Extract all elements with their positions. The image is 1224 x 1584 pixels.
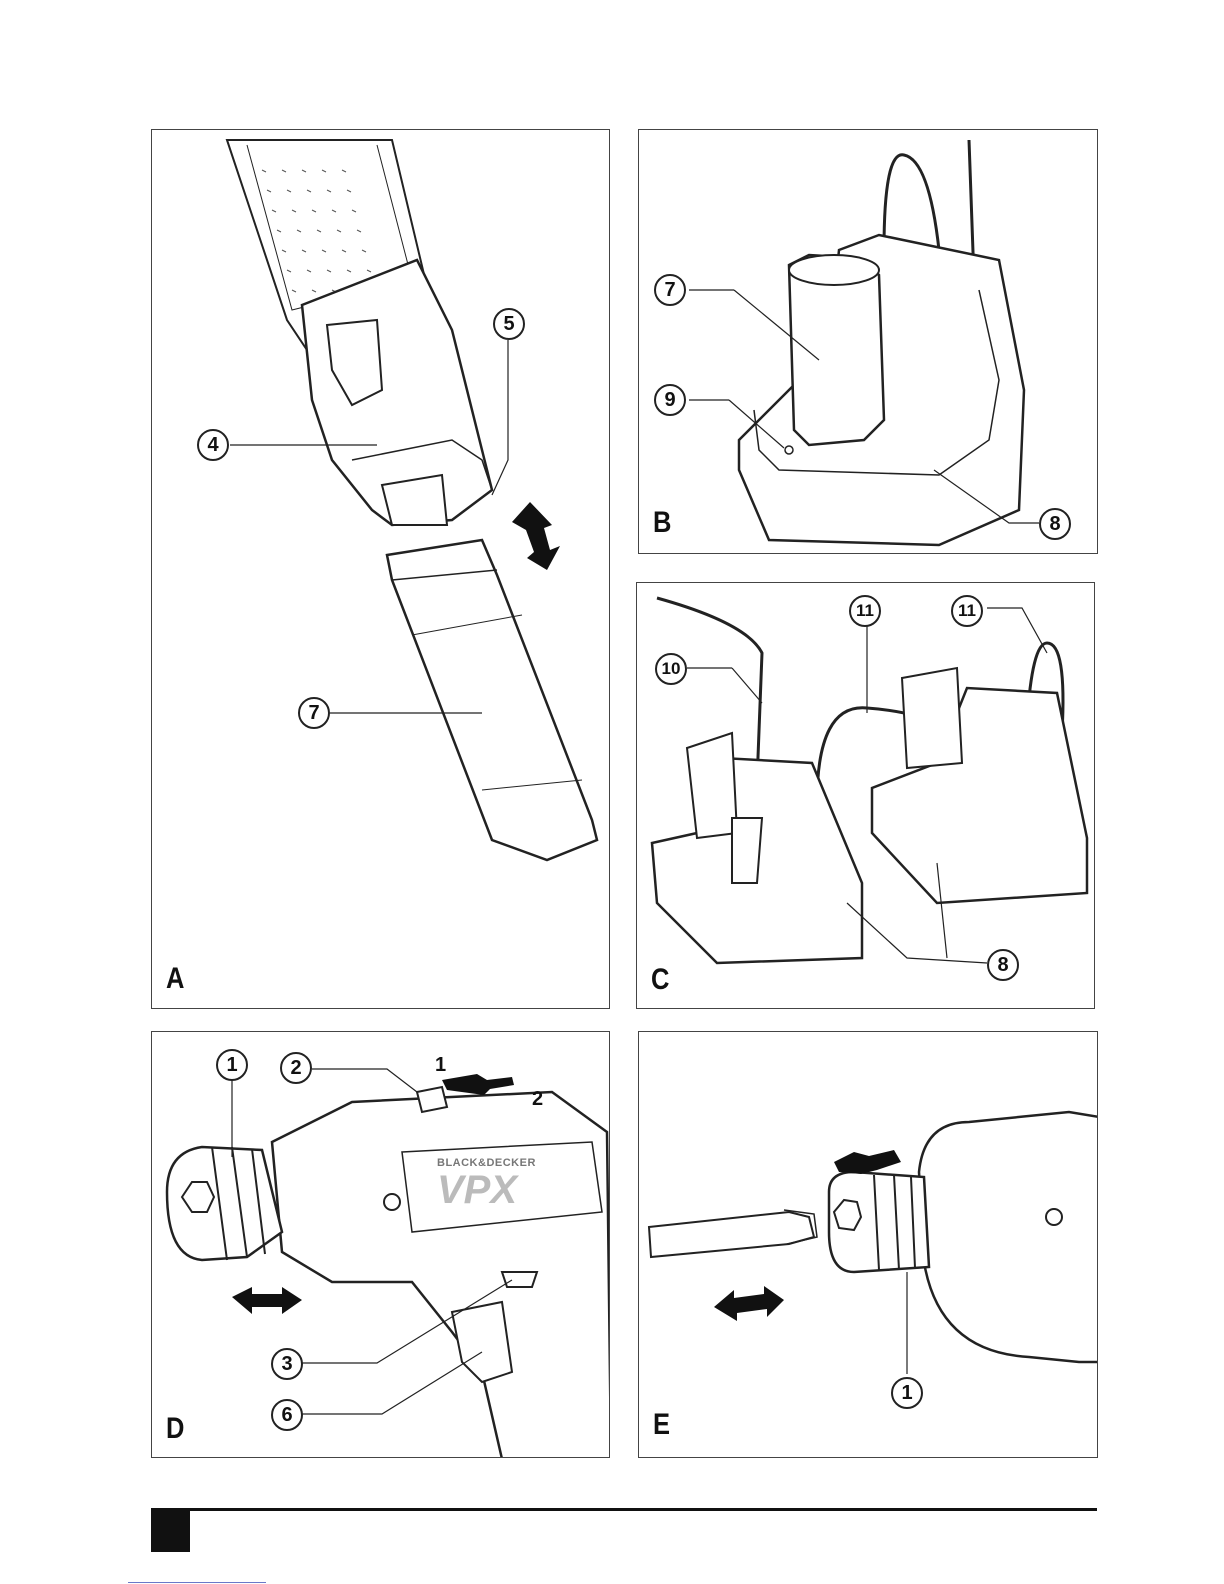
callout-1: 1 xyxy=(891,1377,923,1409)
callout-5: 5 xyxy=(493,308,525,340)
page-number-block xyxy=(151,1510,190,1552)
panel-letter-c: C xyxy=(651,963,669,997)
callout-11: 11 xyxy=(951,595,983,627)
footer-rule xyxy=(151,1508,1097,1511)
callout-11: 11 xyxy=(849,595,881,627)
callout-6: 6 xyxy=(271,1399,303,1431)
panel-letter-b: B xyxy=(653,506,671,540)
panel-c-illustration xyxy=(637,583,1095,1009)
double-arrow-icon xyxy=(512,502,560,570)
callout-4: 4 xyxy=(197,429,229,461)
step-1: 1 xyxy=(435,1054,446,1077)
callout-9: 9 xyxy=(654,384,686,416)
panel-letter-a: A xyxy=(166,962,184,996)
double-arrow-icon xyxy=(714,1286,784,1321)
brand-logo: BLACK&DECKER VPX xyxy=(437,1157,547,1211)
panel-b-illustration xyxy=(639,130,1098,554)
figure-panel-e: 1 E xyxy=(638,1031,1098,1458)
callout-8: 8 xyxy=(1039,508,1071,540)
figure-panel-c: 10 11 11 8 C xyxy=(636,582,1095,1009)
panel-letter-d: D xyxy=(166,1412,184,1446)
callout-8: 8 xyxy=(987,949,1019,981)
figure-panel-d: BLACK&DECKER VPX 1 2 3 6 1 2 D xyxy=(151,1031,610,1458)
panel-letter-e: E xyxy=(653,1408,670,1442)
callout-10: 10 xyxy=(655,653,687,685)
product-name: VPX xyxy=(437,1169,547,1211)
callout-2: 2 xyxy=(280,1052,312,1084)
figure-panel-b: 7 9 8 B xyxy=(638,129,1098,554)
figure-panel-a: 4 5 7 A xyxy=(151,129,610,1009)
callout-7: 7 xyxy=(298,697,330,729)
callout-3: 3 xyxy=(271,1348,303,1380)
step-2: 2 xyxy=(532,1088,543,1111)
insert-arrow-icon xyxy=(834,1150,901,1174)
callout-7: 7 xyxy=(654,274,686,306)
panel-e-illustration xyxy=(639,1032,1098,1458)
panel-a-illustration xyxy=(152,130,610,1009)
callout-1: 1 xyxy=(216,1049,248,1081)
footer-link-underline xyxy=(128,1582,266,1583)
